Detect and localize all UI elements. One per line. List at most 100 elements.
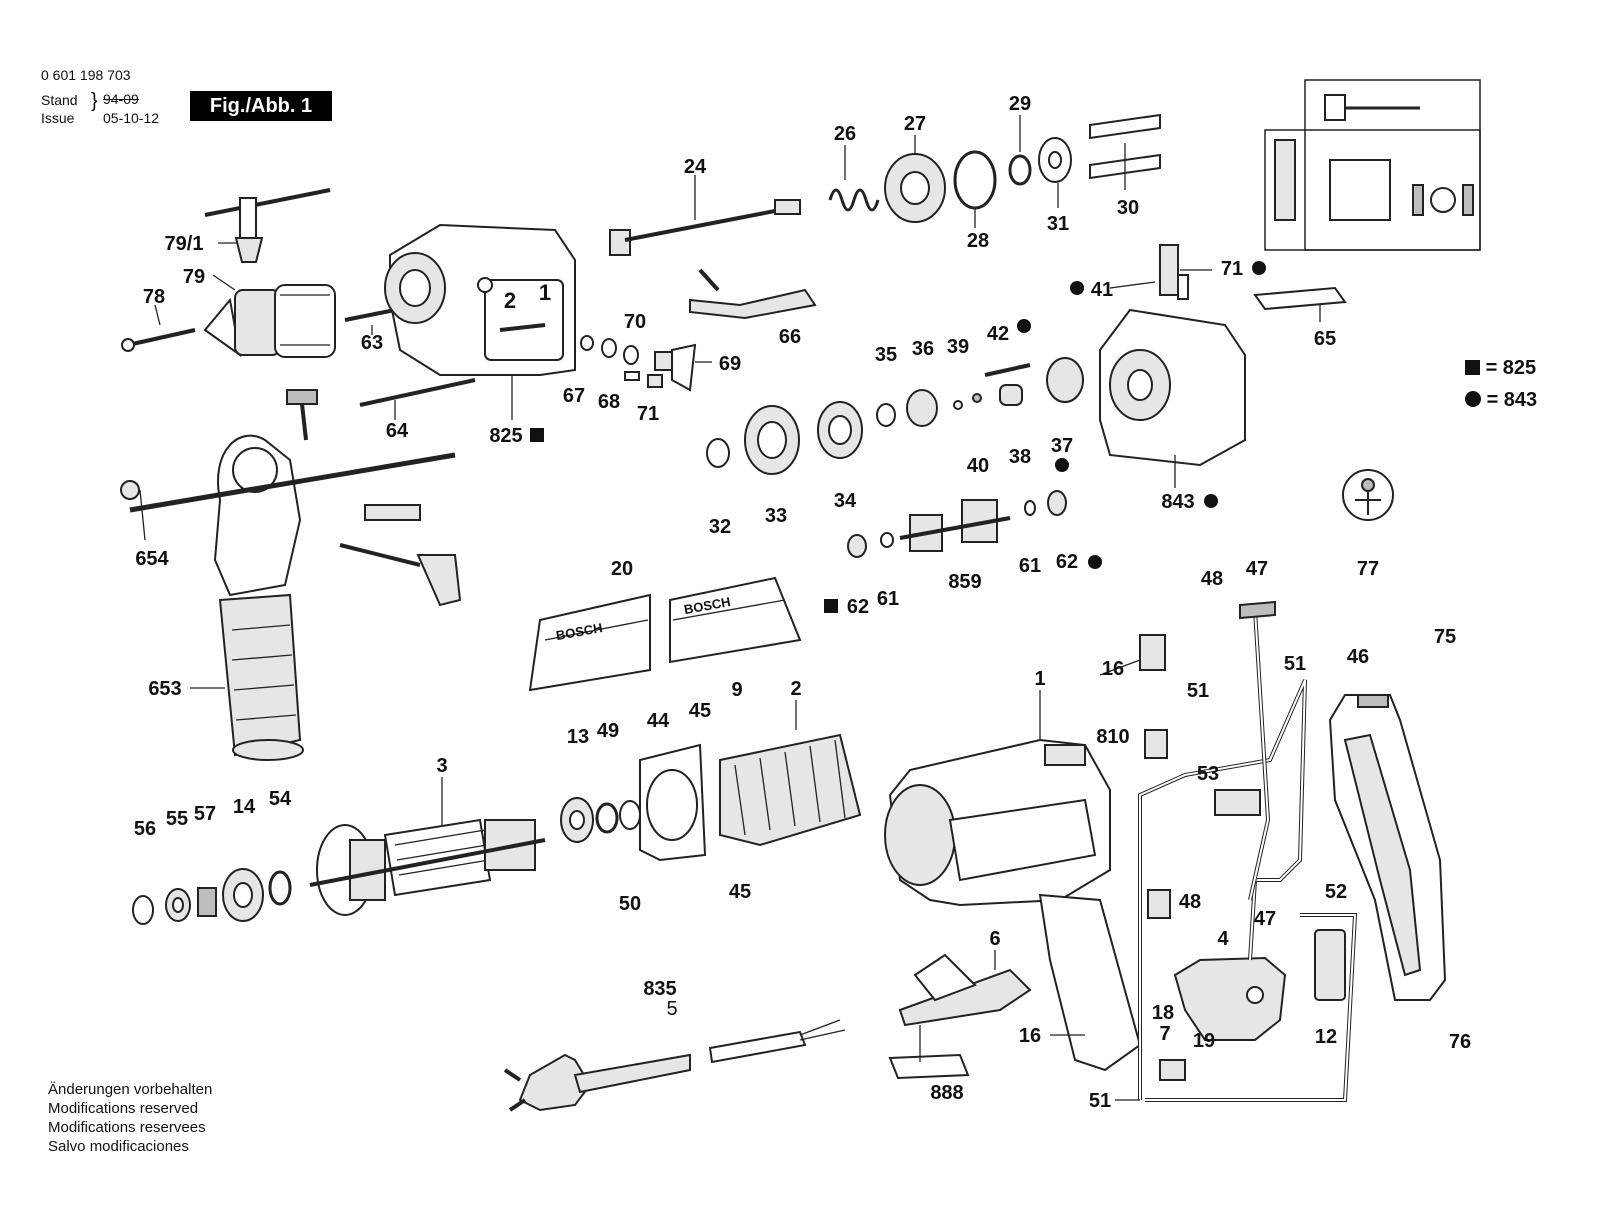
switch-4 [1159, 956, 1287, 1081]
legend-square: = 825 [1465, 357, 1536, 380]
part-labels: 79/1 79 78 63 24 825 26 27 29 28 31 30 6… [134, 93, 1471, 1112]
part-label: 79 [183, 266, 205, 288]
chuck-mark-1: 1 [539, 280, 551, 305]
part-label: 47 [1246, 558, 1268, 580]
part-label: 24 [684, 156, 707, 178]
part-label: 810 [1096, 726, 1129, 748]
armature-3 [309, 818, 546, 916]
spring-26 [828, 188, 880, 212]
circle-marker-icon [1070, 281, 1084, 295]
plate-65 [1253, 286, 1347, 311]
small-parts-67-71 [580, 335, 697, 392]
part-label: 54 [269, 788, 292, 810]
part-label: 36 [912, 338, 934, 360]
part-label: 44 [647, 710, 670, 732]
part-label: 41 [1091, 279, 1113, 301]
part-label: 70 [624, 311, 646, 333]
part-label: 38 [1009, 446, 1031, 468]
square-marker-icon [530, 428, 544, 442]
part-label: 5 [666, 998, 677, 1020]
part-label: 62 [847, 596, 869, 618]
part-label: 30 [1117, 197, 1139, 219]
part-label: 46 [1347, 646, 1369, 668]
part-label: 26 [834, 123, 856, 145]
part-label: 16 [1019, 1025, 1041, 1047]
note-fr: Modifications reservees [48, 1119, 206, 1136]
symbol-77 [1342, 469, 1394, 521]
label-888 [888, 1053, 970, 1080]
wing-bolt [286, 389, 462, 607]
intermediate-flange-843 [1099, 308, 1246, 467]
part-label: 12 [1315, 1026, 1337, 1048]
part-label: 53 [1197, 763, 1219, 785]
part-label: 32 [709, 516, 731, 538]
cable-guard-6 [898, 953, 1032, 1027]
note-en: Modifications reserved [48, 1100, 199, 1117]
part-label: 18 [1152, 1002, 1174, 1024]
part-label: 45 [729, 881, 751, 903]
part-label: 31 [1047, 213, 1069, 235]
part-label: 19 [1193, 1030, 1215, 1052]
part-label: 28 [967, 230, 989, 252]
part-label: 68 [598, 391, 620, 413]
part-label: 64 [386, 420, 409, 442]
part-label: 69 [719, 353, 741, 375]
chuck-mark-2: 2 [504, 288, 516, 313]
part-label: 62 [1056, 551, 1078, 573]
part-label: 67 [563, 385, 585, 407]
part-label: 7 [1159, 1023, 1170, 1045]
rear-bearings [132, 868, 292, 925]
part-label: 4 [1217, 928, 1229, 950]
bearing-27 [884, 153, 946, 223]
part-label: 33 [765, 505, 787, 527]
intermediate-shaft-859 [847, 490, 1067, 558]
figure-label: Fig./Abb. 1 [190, 91, 332, 121]
ring-50 [619, 800, 641, 830]
marker-set [530, 261, 1266, 613]
rod-64 [359, 378, 476, 407]
ring-29 [1008, 154, 1032, 186]
part-label: 27 [904, 113, 926, 135]
chuck-key [204, 188, 331, 263]
note-es: Salvo modificaciones [48, 1138, 189, 1155]
handle-shell-46 [1328, 694, 1447, 1001]
stand-label: Stand [41, 92, 78, 108]
capacitor-12 [1314, 929, 1346, 1001]
part-number: 0 601 198 703 [41, 67, 131, 83]
part-label: 51 [1284, 653, 1306, 675]
mains-cable-5 [503, 1019, 846, 1112]
field-2 [719, 733, 862, 847]
part-label: 51 [1089, 1090, 1111, 1112]
part-label: 3 [436, 755, 447, 777]
depth-stop-654 [120, 452, 456, 521]
part-label: 34 [834, 490, 857, 512]
circle-marker-icon [1055, 458, 1069, 472]
drill-chuck [203, 284, 336, 358]
nameplate-9 [669, 576, 802, 664]
drive-shaft-24 [609, 199, 801, 256]
part-label: 29 [1009, 93, 1031, 115]
stand-old-date: 94-09 [103, 91, 139, 107]
part-label: 77 [1357, 558, 1379, 580]
washer-31 [1038, 137, 1072, 183]
part-label: 20 [611, 558, 633, 580]
part-label: 49 [597, 720, 619, 742]
part-label: 859 [948, 571, 981, 593]
shift-fork-66 [689, 268, 817, 320]
wiring-schematic [1264, 79, 1481, 251]
part-label: 835 [643, 978, 676, 1000]
part-label: 78 [143, 286, 165, 308]
part-label: 42 [987, 323, 1009, 345]
part-label: 37 [1051, 435, 1073, 457]
part-label: 66 [779, 326, 801, 348]
bearing-13 [560, 797, 594, 843]
part-label: 1 [1034, 668, 1045, 690]
square-marker-icon [1465, 360, 1480, 375]
modification-notes: Änderungen vorbehalten Modifications res… [48, 1080, 212, 1156]
part-label: 71 [1221, 258, 1243, 280]
circle-marker-icon [1252, 261, 1266, 275]
motor-housing-1 [884, 738, 1142, 1072]
part-label: 52 [1325, 881, 1347, 903]
part-label: 40 [967, 455, 989, 477]
